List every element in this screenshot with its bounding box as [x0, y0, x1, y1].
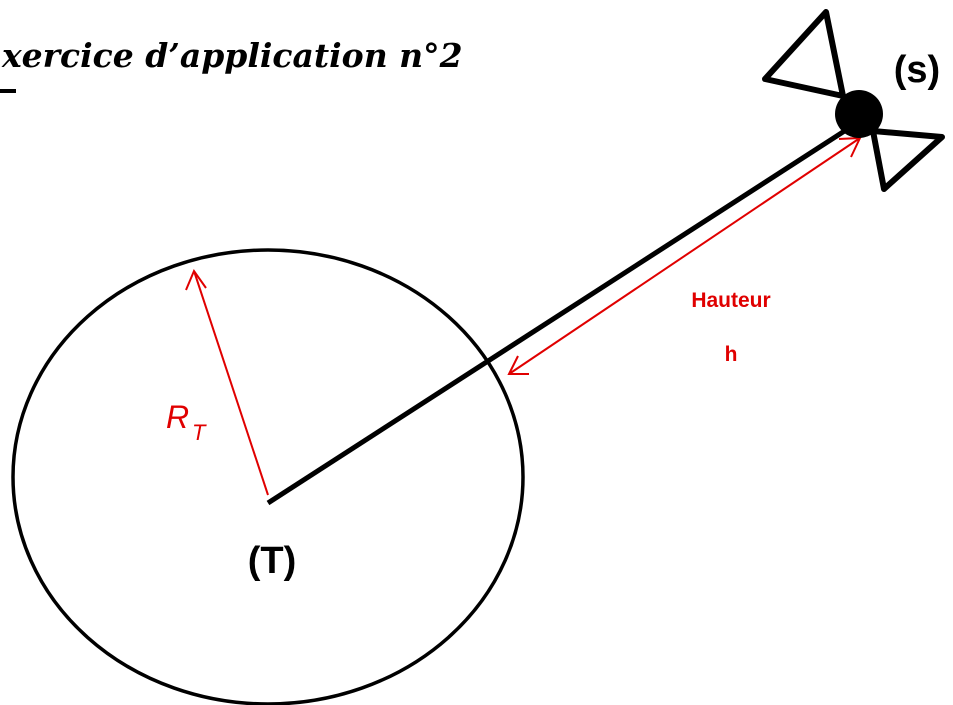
radius-arrow: [185, 268, 269, 496]
height-label-line1: Hauteur: [691, 289, 770, 312]
satellite-label: (s): [894, 49, 940, 91]
satellite-body: [835, 90, 883, 138]
radius-label: R T: [166, 399, 207, 445]
earth-circle: [11, 248, 525, 705]
height-label-line2: h: [725, 343, 738, 366]
radius-label-subscript: T: [192, 420, 207, 445]
satellite-icon: [762, 9, 945, 192]
radius-label-main: R: [166, 399, 189, 435]
height-arrow: [507, 136, 862, 375]
center-to-satellite-line: [266, 118, 862, 506]
satellite-panel-upper: [762, 9, 846, 99]
exercise-title: xercice d’application n°2: [1, 36, 463, 75]
satellite-panel-lower: [870, 128, 945, 192]
earth-label: (T): [248, 540, 297, 582]
